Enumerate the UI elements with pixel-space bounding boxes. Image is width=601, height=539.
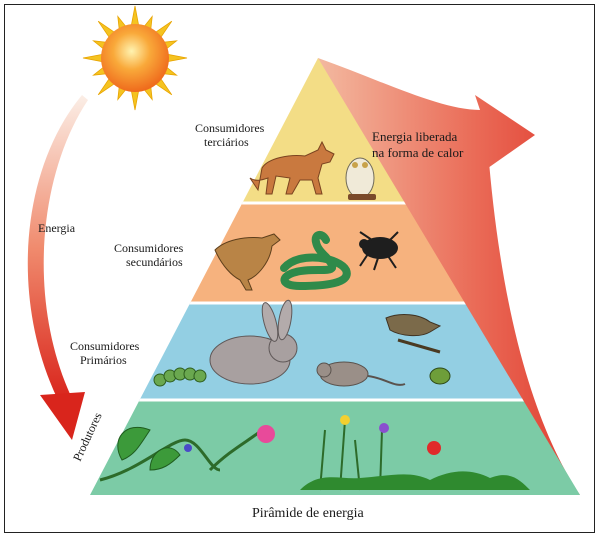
label-secondary-line2: secundários (126, 255, 183, 269)
sun-ray (131, 6, 139, 26)
label-primary-line2: Primários (80, 353, 127, 367)
label-primary-line1: Consumidores (70, 339, 140, 353)
label-secondary-line1: Consumidores (114, 241, 184, 255)
caption: Pirâmide de energia (252, 506, 364, 521)
sun-ray (83, 54, 103, 62)
label-tertiary-line1: Consumidores (195, 121, 265, 135)
bug-icon (430, 368, 450, 384)
sun-ray (167, 54, 187, 62)
label-heat-line2: na forma de calor (372, 145, 464, 160)
sun-ray (131, 90, 139, 110)
sun-icon (83, 6, 187, 110)
label-tertiary-line2: terciários (204, 135, 249, 149)
label-heat-line1: Energia liberada (372, 129, 458, 144)
energy-arrow (28, 95, 88, 440)
label-energy: Energia (38, 221, 76, 235)
